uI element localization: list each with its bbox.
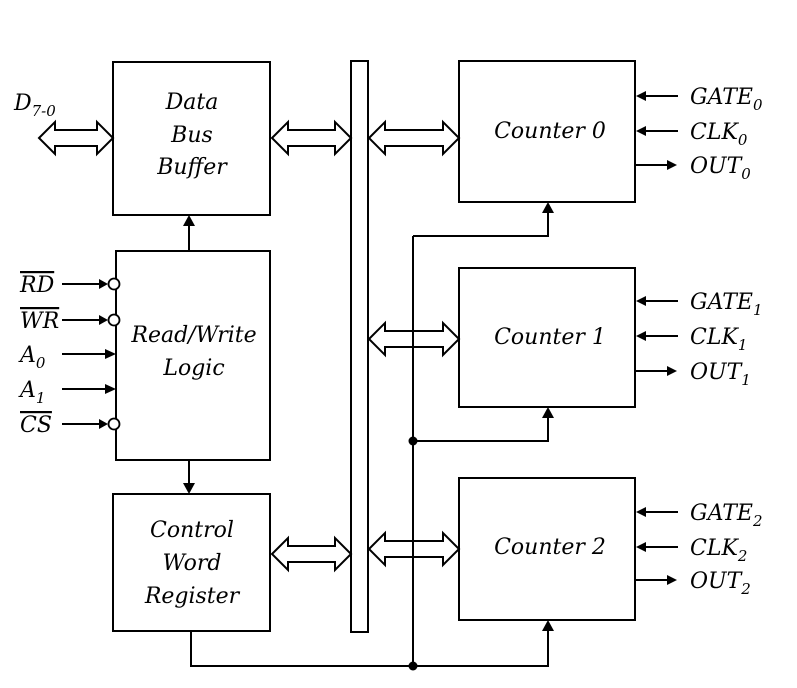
counter-1-control-wire: [413, 418, 549, 442]
counter-1-label: Counter 1: [494, 325, 606, 350]
control-word-register-label-line1: Control: [150, 518, 234, 543]
rd-inversion-bubble: [107, 277, 121, 291]
wr-inversion-bubble: [107, 313, 121, 327]
gate0-pin-label: GATE0: [690, 85, 763, 114]
counter-0-pins: GATE0 CLK0 OUT0: [636, 85, 763, 183]
external-data-bus-arrow: [37, 119, 115, 157]
counter-1-pins: GATE1 CLK1 OUT1: [636, 290, 763, 389]
data-bus-buffer-label-line1: Data: [165, 90, 219, 115]
rw-input-rd: RD: [19, 273, 121, 298]
clk0-pin-label: CLK0: [690, 120, 748, 149]
cs-pin-label: CS: [20, 413, 52, 438]
data-bus-buffer-box: [112, 61, 271, 216]
out2-pin-label: OUT2: [690, 569, 751, 598]
rw-input-a0: A0: [18, 343, 116, 372]
counter-2-pins: GATE2 CLK2 OUT2: [636, 501, 763, 598]
clk1-pin-label: CLK1: [690, 325, 747, 354]
counter-0-control-arrowhead: [542, 202, 554, 213]
a1-pin-label: A1: [18, 378, 45, 407]
data-bus-buffer-label-line2: Bus: [170, 123, 213, 148]
counter-0-label: Counter 0: [494, 119, 606, 144]
out0-pin-label: OUT0: [690, 154, 751, 183]
counter-2-box: [458, 477, 636, 621]
gate2-pin-label: GATE2: [690, 501, 763, 530]
rw-input-cs: CS: [20, 413, 121, 438]
gate1-pin-label: GATE1: [690, 290, 763, 319]
a0-pin-label: A0: [18, 343, 46, 372]
control-word-register-box: [112, 493, 271, 632]
counter-2-control-arrowhead: [542, 620, 554, 631]
buffer-to-bus-arrow: [270, 119, 353, 157]
control-word-register-label-line3: Register: [144, 584, 241, 609]
read-write-logic-label-line2: Logic: [162, 356, 224, 381]
counter-0-control-wire: [413, 213, 549, 237]
control-bottom-wire: [190, 630, 549, 667]
counter-1-control-arrowhead: [542, 407, 554, 418]
junction-dot-bottom: [408, 661, 418, 671]
read-write-logic-label-line1: Read/Write: [130, 323, 256, 348]
bus-to-control-word-arrow: [270, 535, 353, 573]
internal-bus-bar: [350, 60, 369, 633]
out1-pin-label: OUT1: [690, 360, 751, 389]
read-write-logic-box: [115, 250, 271, 461]
data-bus-pin-label: D7-0: [13, 91, 56, 120]
bus-to-counter-0-arrow: [367, 119, 461, 157]
rw-input-a1: A1: [18, 378, 116, 407]
counter-0-box: [458, 60, 636, 203]
rw-to-control-arrowhead: [183, 483, 195, 494]
counter-1-box: [458, 267, 636, 408]
cs-inversion-bubble: [107, 417, 121, 431]
rw-input-wr: WR: [20, 309, 121, 334]
control-word-register-label-line2: Word: [163, 551, 222, 576]
clk2-pin-label: CLK2: [690, 536, 747, 565]
wr-pin-label: WR: [20, 309, 59, 334]
rd-pin-label: RD: [19, 273, 55, 298]
junction-dot-middle: [408, 436, 418, 446]
data-bus-buffer-label-line3: Buffer: [156, 155, 228, 180]
counter-2-label: Counter 2: [494, 535, 606, 560]
rw-to-buffer-arrowhead: [183, 215, 195, 226]
